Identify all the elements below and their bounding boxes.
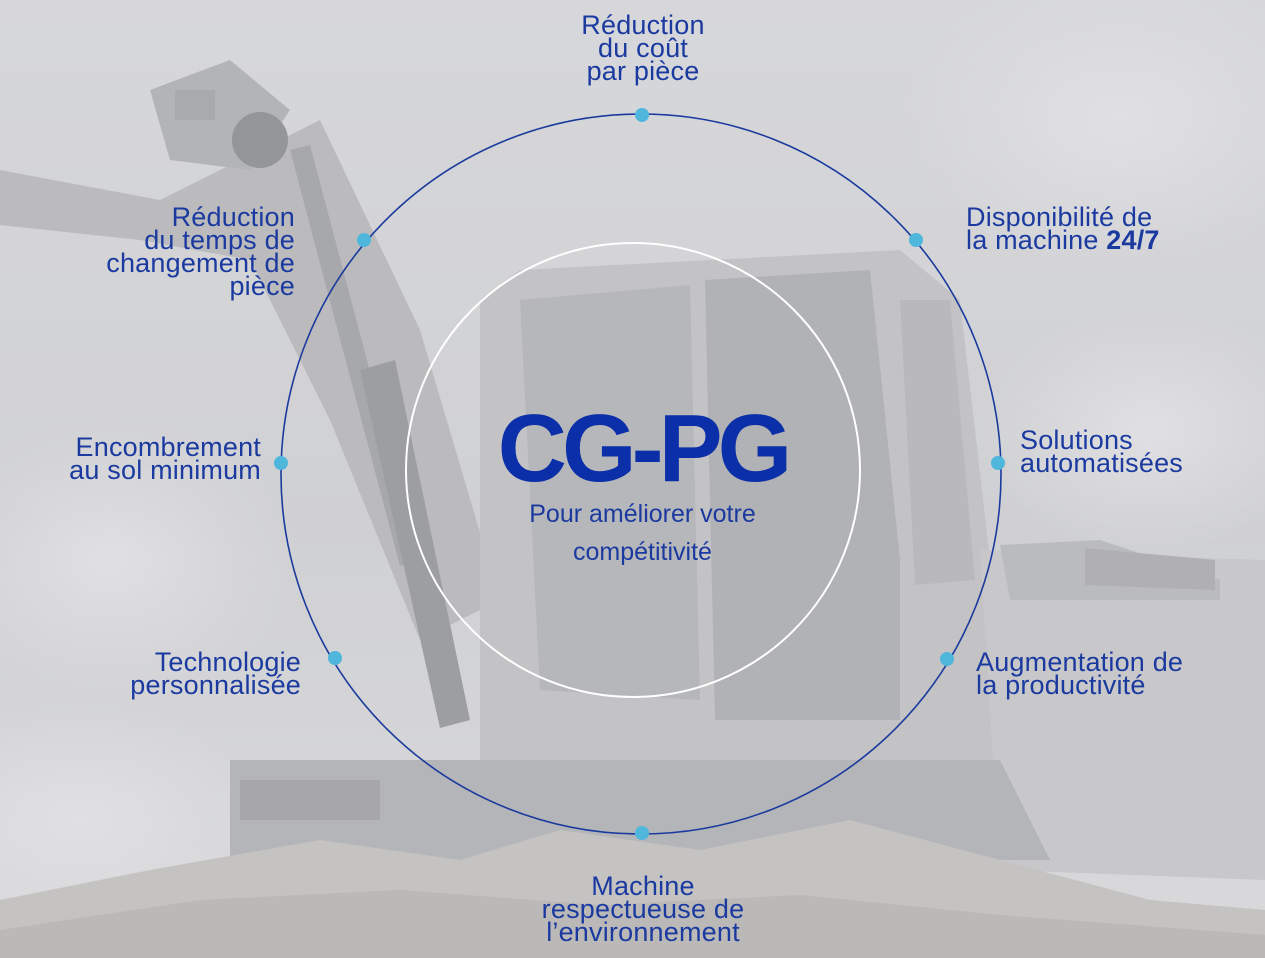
- label-line: pièce: [229, 271, 295, 301]
- label-line: Disponibilité de: [966, 202, 1153, 232]
- benefit-label-cost-per-part: Réduction du coût par pièce: [543, 10, 743, 86]
- benefit-label-automated-solutions: Solutions automatisées: [1020, 425, 1183, 478]
- label-line: automatisées: [1020, 448, 1183, 478]
- label-line: du temps de: [144, 225, 295, 255]
- label-line: au sol minimum: [69, 455, 261, 485]
- dot-left: [274, 456, 288, 470]
- benefit-label-productivity: Augmentation de la productivité: [976, 647, 1184, 700]
- label-line: la productivité: [976, 670, 1146, 700]
- benefit-label-custom-technology: Technologie personnalisée: [130, 647, 301, 700]
- label-line: Encombrement: [75, 432, 261, 462]
- label-text: la machine: [966, 225, 1107, 255]
- label-line: changement de: [106, 248, 295, 278]
- label-line: Augmentation de: [976, 647, 1184, 677]
- center-title: CG-PG: [497, 395, 793, 502]
- inner-ring: [405, 242, 861, 698]
- dot-bottom-left: [328, 651, 342, 665]
- dot-top-right: [909, 233, 923, 247]
- benefit-label-environment: Machine respectueuse de l’environnement: [493, 871, 793, 947]
- benefit-label-changeover-time: Réduction du temps de changement de pièc…: [106, 202, 295, 301]
- label-emphasis: 24/7: [1106, 225, 1160, 255]
- benefit-label-availability: Disponibilité de la machine 24/7: [966, 202, 1160, 254]
- label-line: Technologie: [154, 647, 301, 677]
- subtitle-line: compétitivité: [573, 538, 712, 566]
- label-line: Machine: [591, 871, 695, 901]
- center-subtitle: Pour améliorer votre compétitivité: [430, 495, 855, 571]
- label-line: la machine 24/7: [966, 227, 1160, 254]
- dot-top: [635, 108, 649, 122]
- label-line: Réduction: [171, 202, 295, 232]
- label-line: respectueuse de: [541, 894, 745, 924]
- label-line: personnalisée: [130, 670, 301, 700]
- dot-bottom: [635, 826, 649, 840]
- dot-right: [991, 456, 1005, 470]
- label-line: par pièce: [586, 56, 700, 86]
- dot-top-left: [357, 233, 371, 247]
- label-line: Réduction: [581, 10, 705, 40]
- label-line: Solutions: [1020, 425, 1133, 455]
- dot-bottom-right: [940, 652, 954, 666]
- label-line: du coût: [598, 33, 688, 63]
- subtitle-line: Pour améliorer votre: [529, 500, 756, 528]
- label-line: l’environnement: [546, 917, 740, 947]
- benefit-label-footprint: Encombrement au sol minimum: [69, 432, 261, 485]
